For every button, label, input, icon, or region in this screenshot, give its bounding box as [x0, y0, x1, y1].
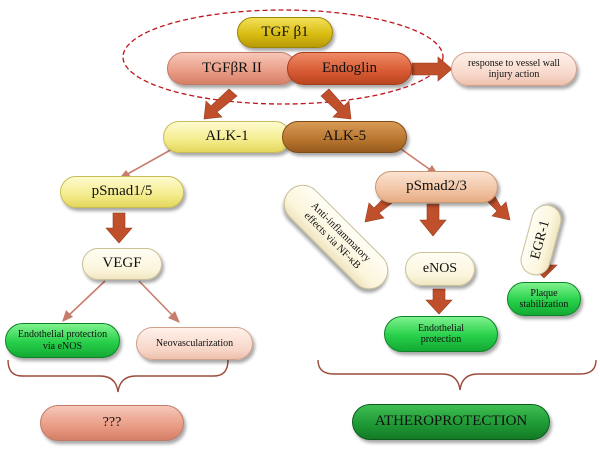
node-alk1: ALK-1	[163, 121, 291, 153]
node-neovascularization: Neovascularization	[136, 327, 253, 360]
arrow-vegf-to-endo-left	[67, 280, 106, 317]
node-psmad15: pSmad1/5	[60, 176, 184, 208]
node-endoglin: Endoglin	[287, 52, 412, 85]
node-alk5: ALK-5	[282, 121, 407, 153]
node-endothelial-protection: Endothelial protection	[384, 316, 498, 352]
node-plaque-stabilization: Plaque stabilization	[507, 282, 581, 316]
arrow-psmad15-to-vegf	[105, 212, 133, 244]
arrow-psmad23-to-enos	[419, 203, 447, 237]
arrow-vegf-to-endo-left-head	[62, 310, 73, 322]
node-atheroprotection: ATHEROPROTECTION	[352, 404, 550, 440]
arrow-complex-to-alk1	[203, 88, 238, 120]
node-tgf-beta1: TGF β1	[237, 17, 333, 48]
arrow-enos-to-endothelial-protection	[425, 288, 453, 315]
receptor-complex-outline	[122, 9, 444, 105]
arrow-vegf-to-neovasc	[138, 280, 175, 318]
node-response-vessel-injury: response to vessel wall injury action	[451, 52, 577, 86]
arrow-complex-to-alk5	[320, 88, 352, 120]
node-enos: eNOS	[405, 252, 475, 286]
left-brace	[7, 359, 229, 393]
arrow-endoglin-to-response	[411, 56, 453, 82]
node-vegf: VEGF	[82, 248, 162, 280]
node-psmad23: pSmad2/3	[375, 171, 498, 203]
arrow-vegf-to-neovasc-head	[168, 311, 180, 323]
node-tgfbr2: TGFβR II	[167, 52, 297, 85]
node-unknown-outcome: ???	[40, 405, 184, 441]
right-brace	[317, 359, 597, 391]
node-endothelial-protection-enos: Endothelial protection via eNOS	[5, 323, 120, 358]
